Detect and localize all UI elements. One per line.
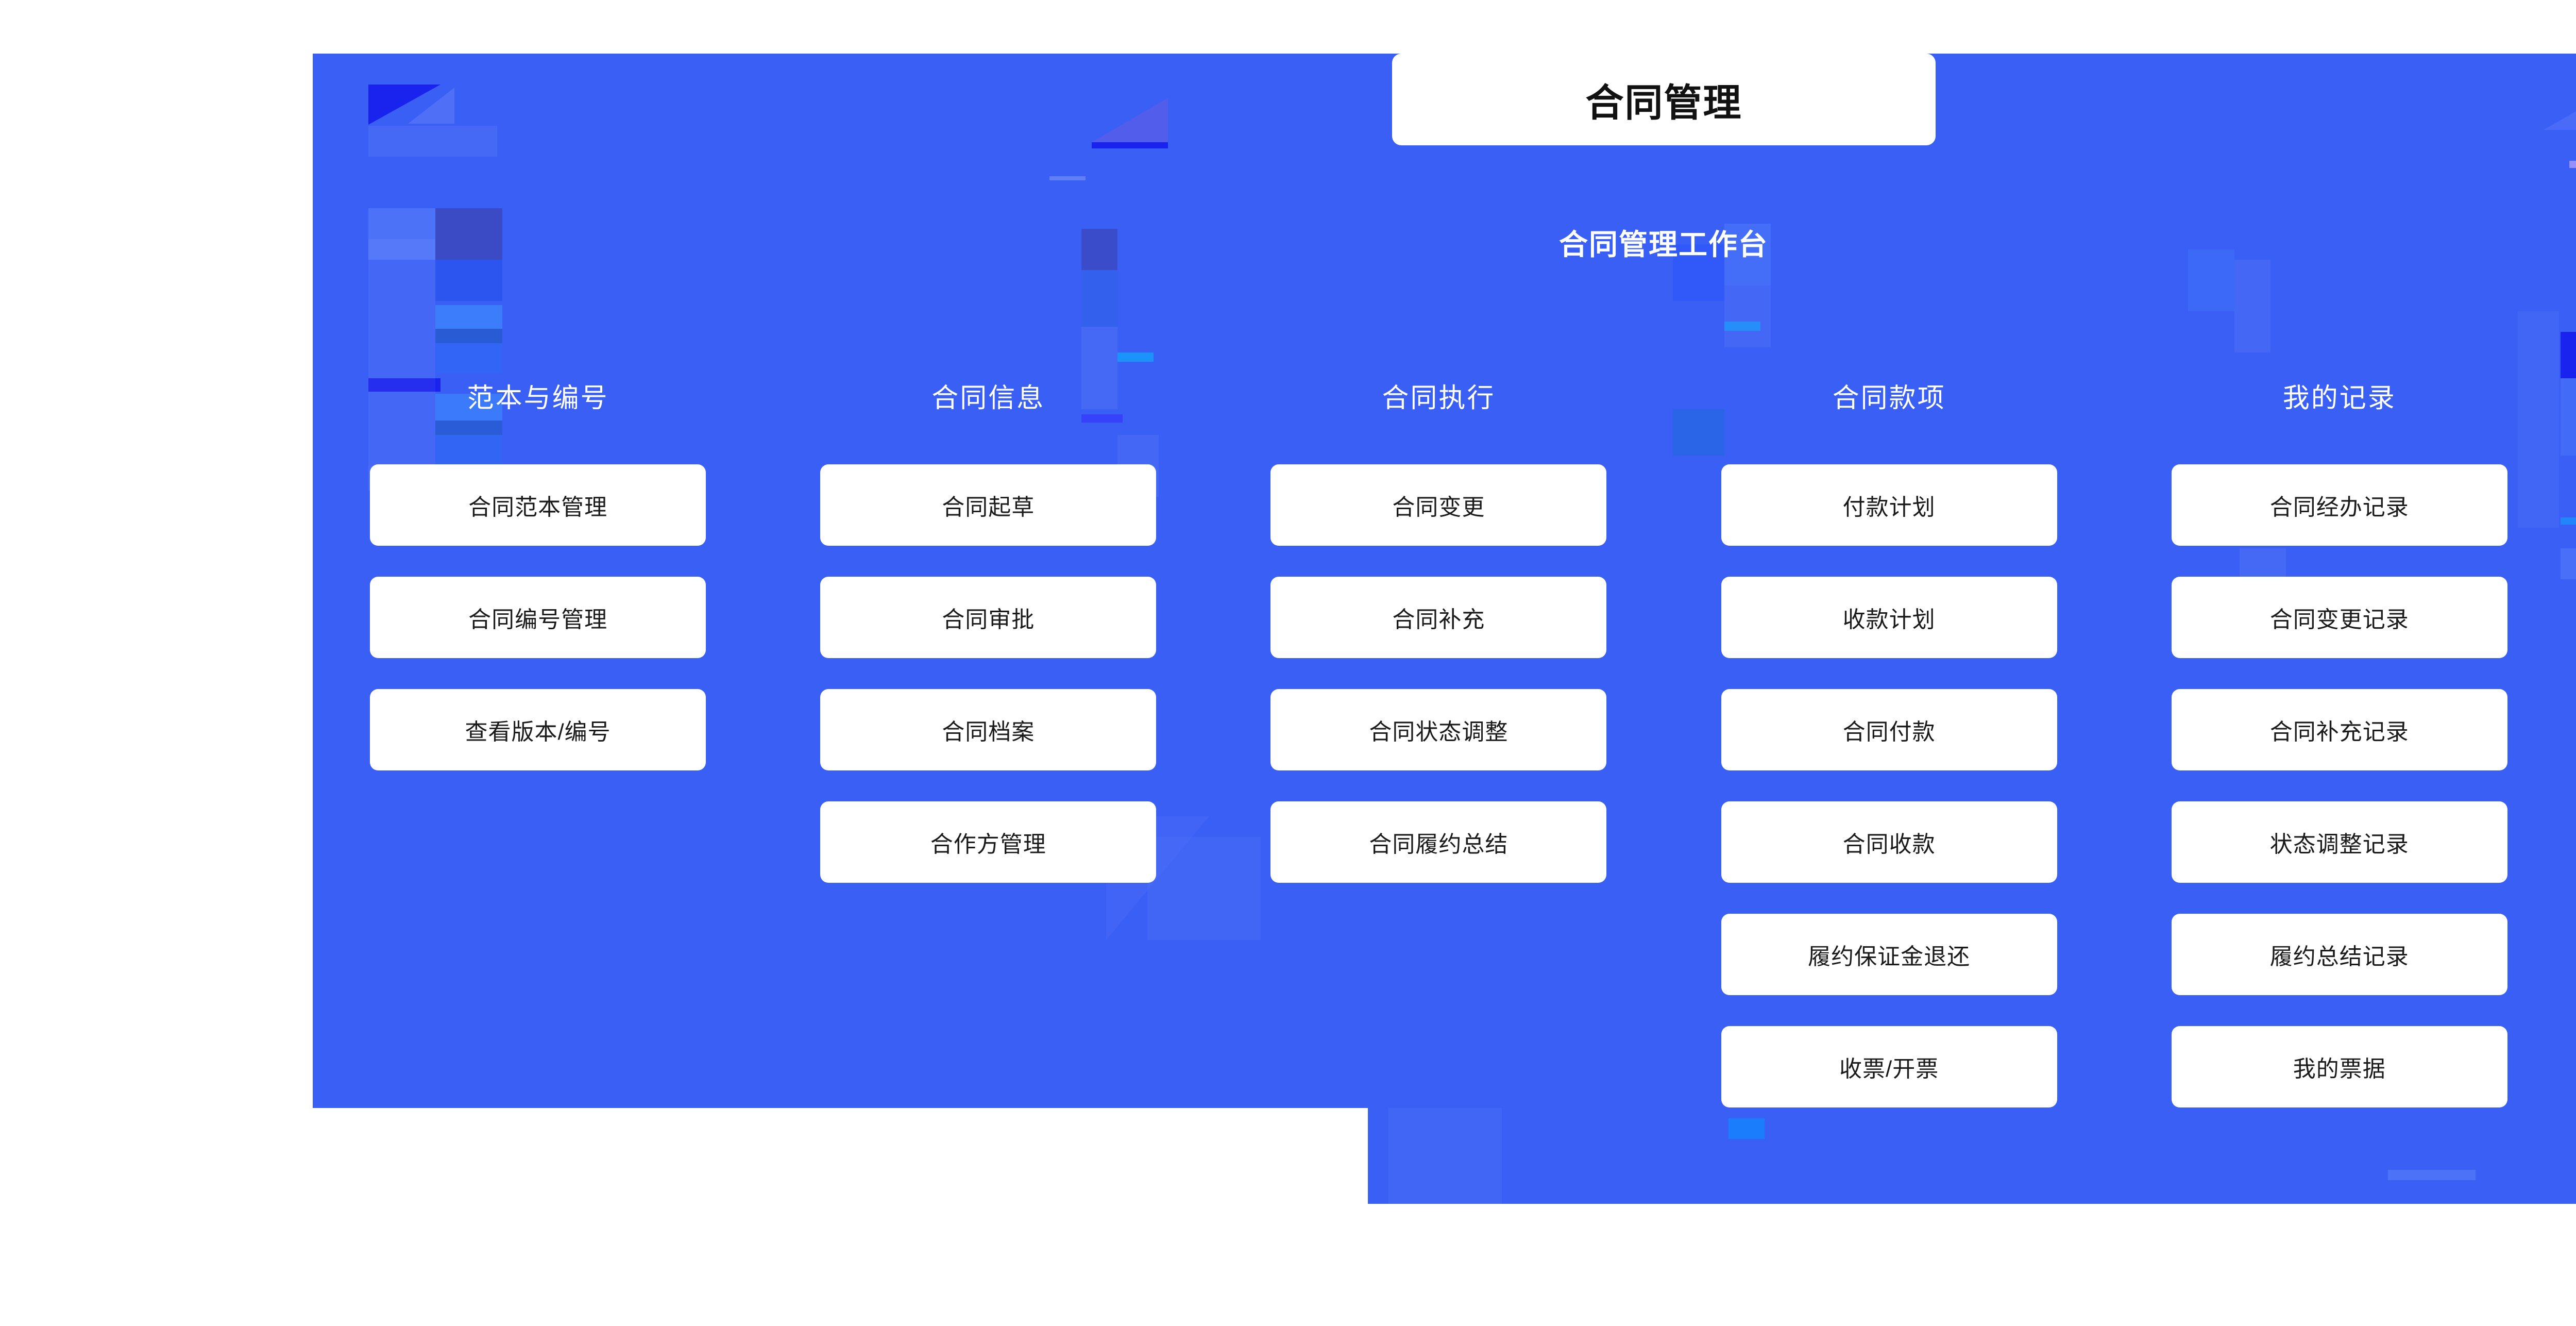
card-contract-performance-summary[interactable]: 合同履约总结	[1270, 801, 1607, 883]
card-view-version-number[interactable]: 查看版本/编号	[370, 689, 706, 770]
card-performance-deposit-refund[interactable]: 履约保证金退还	[1721, 914, 2057, 995]
decor-underline-1	[1092, 142, 1168, 148]
column-header-contract-info: 合同信息	[931, 383, 1045, 413]
column-templates-and-numbers: 范本与编号 合同范本管理 合同编号管理 查看版本/编号	[313, 376, 763, 1211]
decor-triangle-2	[1092, 98, 1168, 142]
card-contract-receipt[interactable]: 合同收款	[1721, 801, 2057, 883]
column-my-records: 我的记录 合同经办记录 合同变更记录 合同补充记录 状态调整记录 履约总结记录 …	[2114, 376, 2565, 1211]
column-header-contract-execution: 合同执行	[1382, 383, 1496, 413]
card-contract-change[interactable]: 合同变更	[1270, 464, 1607, 546]
page-title: 合同管理	[1585, 81, 1742, 124]
card-performance-summary-record[interactable]: 履约总结记录	[2171, 914, 2507, 995]
decor-block-4	[435, 260, 502, 301]
decor-block-29	[2234, 260, 2270, 353]
card-contract-approval[interactable]: 合同审批	[820, 577, 1157, 658]
card-invoice-receive-issue[interactable]: 收票/开票	[1721, 1026, 2057, 1107]
column-contract-payments: 合同款项 付款计划 收款计划 合同付款 合同收款 履约保证金退还 收票/开票	[1664, 376, 2114, 1211]
decor-block-17	[1081, 270, 1117, 327]
card-payment-plan[interactable]: 付款计划	[1721, 464, 2057, 546]
decor-block-1	[368, 126, 497, 157]
decor-underline-2	[2569, 161, 2576, 168]
column-contract-info: 合同信息 合同起草 合同审批 合同档案 合作方管理	[763, 376, 1213, 1211]
page-subtitle: 合同管理工作台	[1559, 228, 1768, 261]
card-partner-management[interactable]: 合作方管理	[820, 801, 1157, 883]
decor-triangle-4	[408, 88, 454, 124]
card-status-adjustment-record[interactable]: 状态调整记录	[2171, 801, 2507, 883]
card-contract-supplement[interactable]: 合同补充	[1270, 577, 1607, 658]
card-my-invoices[interactable]: 我的票据	[2171, 1026, 2507, 1107]
decor-block-27	[1724, 322, 1760, 331]
card-contract-change-record[interactable]: 合同变更记录	[2171, 577, 2507, 658]
decor-block-19	[1117, 353, 1154, 362]
column-header-contract-payments: 合同款项	[1832, 383, 1946, 413]
card-contract-status-adjustment[interactable]: 合同状态调整	[1270, 689, 1607, 770]
decor-block-5	[435, 305, 502, 329]
card-contract-supplement-record[interactable]: 合同补充记录	[2171, 689, 2507, 770]
decor-triangle-1	[368, 85, 440, 125]
decor-block-32	[2561, 332, 2576, 378]
card-contract-payment[interactable]: 合同付款	[1721, 689, 2057, 770]
decor-block-6	[435, 329, 502, 343]
page-title-pill: 合同管理	[1392, 54, 1936, 145]
column-header-templates-and-numbers: 范本与编号	[467, 383, 609, 413]
card-contract-number-management[interactable]: 合同编号管理	[370, 577, 706, 658]
card-contract-drafting[interactable]: 合同起草	[820, 464, 1157, 546]
card-contract-template-management[interactable]: 合同范本管理	[370, 464, 706, 546]
column-contract-execution: 合同执行 合同变更 合同补充 合同状态调整 合同履约总结	[1213, 376, 1664, 1211]
decor-triangle-5	[2544, 86, 2576, 130]
column-data-statistics: 数据统计 合同签订情况 合同风险情况 合同收付款情况 ……	[2565, 376, 2576, 1211]
decor-block-7	[435, 343, 502, 373]
decor-block-25	[1724, 286, 1771, 347]
decor-block-15	[1049, 176, 1086, 180]
card-contract-handling-record[interactable]: 合同经办记录	[2171, 464, 2507, 546]
card-contract-archive[interactable]: 合同档案	[820, 689, 1157, 770]
column-header-my-records: 我的记录	[2282, 383, 2396, 413]
card-receipt-plan[interactable]: 收款计划	[1721, 577, 2057, 658]
module-columns: 范本与编号 合同范本管理 合同编号管理 查看版本/编号 合同信息 合同起草 合同…	[313, 376, 2576, 1211]
